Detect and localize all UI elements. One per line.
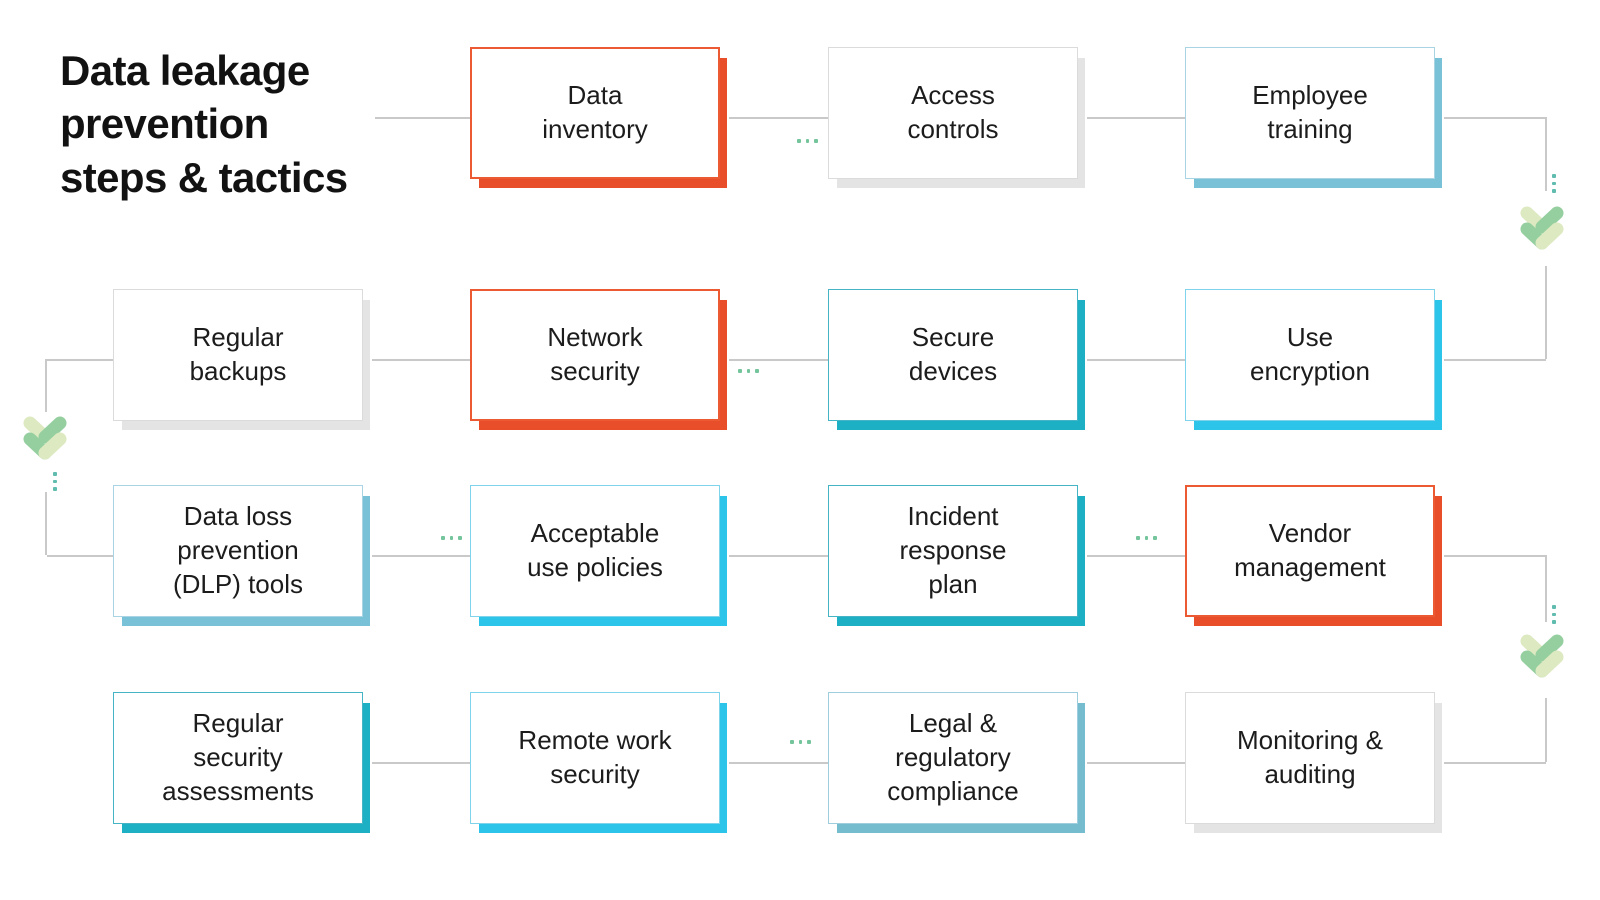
ellipsis-icon xyxy=(441,536,462,540)
box-label: Network security xyxy=(547,322,643,386)
connector-line xyxy=(1545,117,1547,191)
flow-box-data-inventory: Data inventory xyxy=(470,47,720,179)
flow-box-regular-security-assessments: Regular security assessments xyxy=(113,692,363,824)
connector-line xyxy=(1444,117,1546,119)
box-label: Monitoring & auditing xyxy=(1237,725,1383,789)
connector-line xyxy=(1087,762,1185,764)
connector-line xyxy=(45,359,47,412)
connector-line xyxy=(375,117,470,119)
vertical-ellipsis-icon xyxy=(53,472,57,491)
ellipsis-icon xyxy=(790,740,811,744)
box-label: Vendor management xyxy=(1234,518,1386,582)
double-chevron-down-icon xyxy=(23,416,67,460)
flow-box-employee-training: Employee training xyxy=(1185,47,1435,179)
flow-box-network-security: Network security xyxy=(470,289,720,421)
connector-line xyxy=(1545,555,1547,622)
connector-line xyxy=(45,492,47,555)
double-chevron-down-icon xyxy=(1520,634,1564,678)
connector-line xyxy=(1444,762,1546,764)
box-label: Remote work security xyxy=(518,725,672,789)
box-label: Use encryption xyxy=(1250,322,1370,386)
flow-box-use-encryption: Use encryption xyxy=(1185,289,1435,421)
connector-line xyxy=(372,762,470,764)
flow-box-vendor-management: Vendor management xyxy=(1185,485,1435,617)
page-title: Data leakage prevention steps & tactics xyxy=(60,47,348,201)
flow-box-remote-work-security: Remote work security xyxy=(470,692,720,824)
connector-line xyxy=(1545,266,1547,359)
connector-line xyxy=(1444,359,1546,361)
box-label: Regular security assessments xyxy=(162,708,314,806)
vertical-ellipsis-icon xyxy=(1552,605,1556,624)
connector-line xyxy=(729,762,828,764)
connector-line xyxy=(1087,117,1185,119)
ellipsis-icon xyxy=(738,369,759,373)
connector-line xyxy=(47,555,113,557)
flow-box-secure-devices: Secure devices xyxy=(828,289,1078,421)
box-label: Access controls xyxy=(907,80,999,144)
ellipsis-icon xyxy=(797,139,818,143)
box-label: Data loss prevention (DLP) tools xyxy=(172,501,304,599)
connector-line xyxy=(372,359,470,361)
flow-box-monitoring-auditing: Monitoring & auditing xyxy=(1185,692,1435,824)
connector-line xyxy=(1087,555,1185,557)
ellipsis-icon xyxy=(1136,536,1157,540)
flow-box-regular-backups: Regular backups xyxy=(113,289,363,421)
box-label: Acceptable use policies xyxy=(527,518,663,582)
double-chevron-down-icon xyxy=(1520,206,1564,250)
connector-line xyxy=(1444,555,1546,557)
box-label: Legal & regulatory compliance xyxy=(887,708,1019,806)
box-label: Regular backups xyxy=(189,322,287,386)
box-label: Incident response plan xyxy=(899,501,1007,599)
box-label: Employee training xyxy=(1252,80,1368,144)
vertical-ellipsis-icon xyxy=(1552,174,1556,193)
flow-box-incident-response-plan: Incident response plan xyxy=(828,485,1078,617)
flow-box-dlp-tools: Data loss prevention (DLP) tools xyxy=(113,485,363,617)
box-label: Data inventory xyxy=(542,80,648,144)
connector-line xyxy=(1087,359,1185,361)
connector-line xyxy=(1545,698,1547,762)
flow-box-legal-regulatory-compliance: Legal & regulatory compliance xyxy=(828,692,1078,824)
connector-line xyxy=(729,359,828,361)
connector-line xyxy=(729,117,828,119)
connector-line xyxy=(729,555,828,557)
box-label: Secure devices xyxy=(908,322,998,386)
connector-line xyxy=(372,555,470,557)
flow-box-acceptable-use-policies: Acceptable use policies xyxy=(470,485,720,617)
flow-box-access-controls: Access controls xyxy=(828,47,1078,179)
connector-line xyxy=(47,359,113,361)
